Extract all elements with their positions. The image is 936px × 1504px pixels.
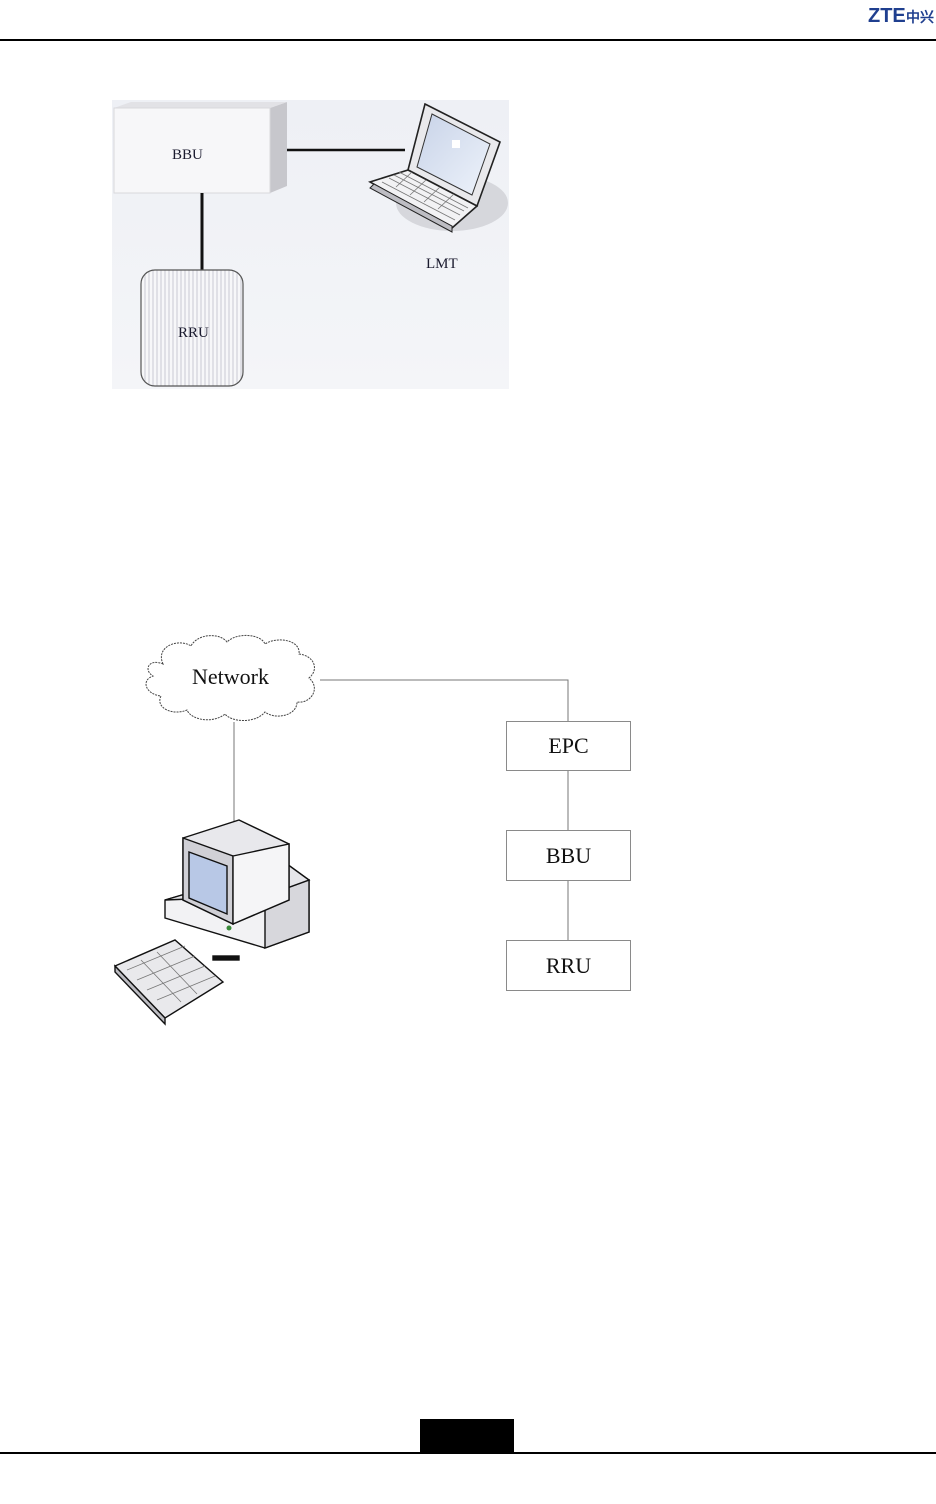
header-rule xyxy=(0,39,936,41)
rru-label: RRU xyxy=(178,325,209,342)
rru-box-label: RRU xyxy=(546,953,591,979)
page-number-tab xyxy=(420,1419,514,1453)
figure-local-maintenance: BBU RRU LMT xyxy=(112,100,509,389)
svg-text:ZTE: ZTE xyxy=(868,5,906,26)
epc-box: EPC xyxy=(506,721,631,771)
network-label: Network xyxy=(192,664,269,690)
svg-text:中兴: 中兴 xyxy=(906,9,934,26)
figure-local-graphics xyxy=(112,100,509,389)
epc-label: EPC xyxy=(548,733,588,759)
desktop-computer-icon xyxy=(115,820,309,1024)
rru-box: RRU xyxy=(506,940,631,991)
bbu-label: BBU xyxy=(172,147,203,164)
figure-remote-maintenance: Network EPC BBU RRU xyxy=(105,630,645,1030)
lmt-label: LMT xyxy=(426,256,458,273)
network-epc-link xyxy=(320,680,568,721)
zte-logo: ZTE 中兴 xyxy=(868,2,934,26)
bbu-box: BBU xyxy=(506,830,631,881)
bbu-box-label: BBU xyxy=(546,843,591,869)
footer-rule xyxy=(0,1452,936,1454)
